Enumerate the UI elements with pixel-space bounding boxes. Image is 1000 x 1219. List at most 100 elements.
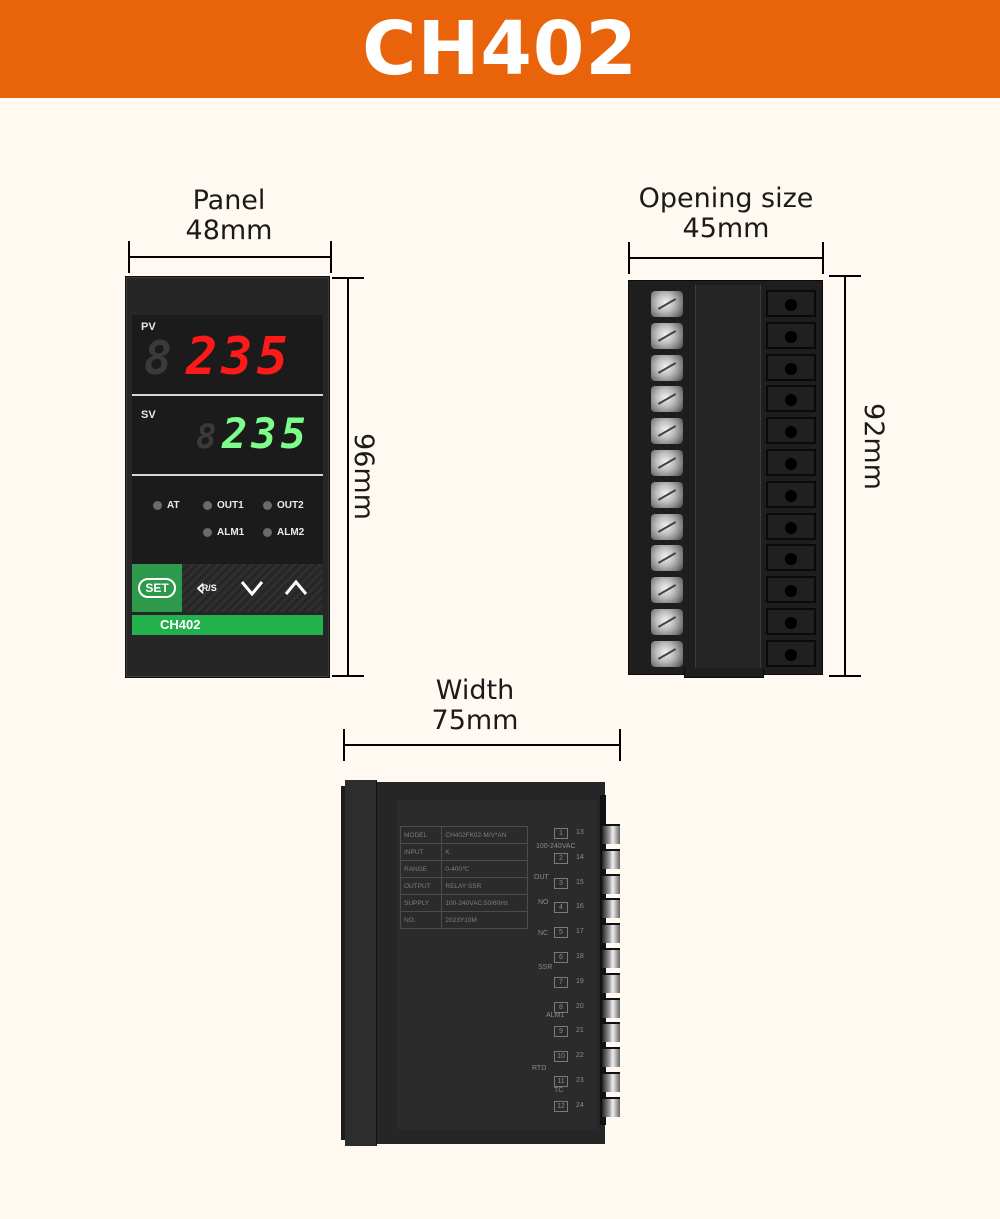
alm2-label: ALM2 bbox=[277, 527, 305, 538]
rear-screw-terminal bbox=[651, 609, 683, 635]
rear-hole-terminal bbox=[766, 512, 816, 540]
display-area bbox=[132, 315, 323, 605]
out2-led bbox=[263, 501, 272, 510]
set-key-label: SET bbox=[138, 578, 176, 598]
opening-width-dimension-line bbox=[628, 242, 824, 274]
tc-annotation: TC bbox=[554, 1087, 564, 1094]
terminal-hole bbox=[785, 617, 797, 629]
terminal-number-left: 7 bbox=[554, 976, 568, 988]
terminal-hole bbox=[785, 648, 797, 661]
sv-separator bbox=[132, 474, 323, 476]
terminal-hole bbox=[785, 553, 797, 566]
spec-value: CH402FK02-M/V*AN bbox=[441, 826, 528, 844]
side-screw-terminal bbox=[602, 1072, 620, 1092]
depth-label: Width bbox=[435, 675, 515, 706]
page-title: CH402 bbox=[362, 6, 638, 92]
keypad: SET ‹R/S bbox=[132, 564, 323, 612]
no-annotation: NO bbox=[538, 899, 549, 906]
front-panel: PV 8 235 SV 8 235 AT OUT1 OUT2 ALM1 ALM2… bbox=[125, 276, 330, 678]
rear-hole-terminal bbox=[766, 544, 816, 572]
chevron-down-icon bbox=[240, 581, 264, 596]
rear-screw-terminal bbox=[651, 418, 683, 445]
rear-screw-terminal bbox=[651, 354, 683, 381]
side-screw-terminal bbox=[602, 873, 620, 894]
front-model-label: CH402 bbox=[160, 617, 201, 632]
pv-display: 235 bbox=[186, 327, 292, 387]
model-strip: CH402 bbox=[132, 615, 323, 635]
side-bezel-edge bbox=[341, 786, 347, 1140]
rs-left-key[interactable]: ‹R/S bbox=[188, 570, 224, 606]
spec-key: OUTPUT bbox=[399, 877, 443, 895]
rear-hole-terminal bbox=[766, 576, 816, 604]
side-screw-terminal bbox=[602, 948, 620, 968]
side-screw-terminal bbox=[602, 1022, 620, 1043]
rear-screw-terminal bbox=[651, 640, 683, 667]
out1-label: OUT1 bbox=[217, 500, 244, 511]
pv-separator bbox=[132, 394, 323, 396]
terminal-number-right: 15 bbox=[576, 878, 584, 886]
spec-key: RANGE bbox=[399, 860, 443, 878]
terminal-number-right: 21 bbox=[576, 1027, 584, 1035]
set-key[interactable]: SET bbox=[132, 564, 182, 612]
terminal-number-right: 14 bbox=[576, 853, 584, 861]
opening-height-dimension-line bbox=[829, 275, 861, 677]
title-banner: CH402 bbox=[0, 0, 1000, 98]
out-annotation: OUT bbox=[534, 874, 549, 881]
side-screw-terminal bbox=[602, 1047, 620, 1068]
spec-key: MODEL bbox=[399, 826, 443, 844]
opening-label: Opening size bbox=[638, 183, 814, 214]
side-screw-terminal bbox=[602, 972, 620, 993]
spec-value: K bbox=[441, 843, 528, 861]
rear-screw-terminal bbox=[651, 513, 683, 540]
rear-hole-terminal bbox=[766, 417, 816, 445]
down-key[interactable] bbox=[234, 570, 270, 606]
spec-value: 0-400℃ bbox=[441, 860, 528, 878]
opening-dim-label: Opening size 45mm bbox=[620, 184, 832, 244]
terminal-number-left: 12 bbox=[554, 1100, 568, 1112]
rear-screw-terminal bbox=[651, 577, 683, 604]
opening-height-value: 92mm bbox=[857, 403, 889, 490]
terminal-hole bbox=[785, 330, 797, 343]
chevron-left-icon: ‹ bbox=[195, 573, 206, 603]
panel-width-value: 48mm bbox=[185, 215, 273, 246]
terminal-number-left: 6 bbox=[554, 952, 568, 963]
terminal-hole bbox=[785, 585, 797, 598]
terminal-number-left: 3 bbox=[554, 877, 568, 889]
terminal-hole bbox=[785, 299, 797, 311]
chevron-up-icon bbox=[284, 580, 308, 595]
ssr-annotation: SSR bbox=[538, 964, 553, 971]
rear-hole-terminal bbox=[766, 321, 816, 349]
spec-key: INPUT bbox=[399, 843, 443, 861]
terminal-number-left: 11 bbox=[554, 1076, 568, 1087]
depth-dimension-line bbox=[343, 729, 621, 761]
terminal-number-left: 4 bbox=[554, 902, 568, 914]
alm1-led bbox=[203, 528, 212, 537]
terminal-hole bbox=[785, 521, 797, 534]
panel-width-dimension-line bbox=[128, 241, 332, 273]
side-screw-terminal bbox=[602, 1096, 620, 1117]
panel-label: Panel bbox=[192, 185, 266, 216]
rear-screw-terminal bbox=[651, 545, 683, 572]
out1-led bbox=[203, 501, 212, 510]
rs-key-label: R/S bbox=[201, 583, 217, 593]
terminal-number-right: 24 bbox=[576, 1101, 584, 1109]
side-screw-terminal bbox=[602, 824, 620, 844]
depth-dim-label: Width 75mm bbox=[380, 676, 570, 736]
rear-hole-terminal bbox=[766, 449, 816, 476]
panel-height-value: 96mm bbox=[347, 433, 379, 520]
terminal-number-left: 5 bbox=[554, 927, 568, 939]
spec-value: 100-240VAC,50/60Hz bbox=[441, 894, 528, 912]
sv-ghost-digit: 8 bbox=[196, 417, 217, 457]
up-key[interactable] bbox=[278, 570, 314, 606]
spec-key: NO. bbox=[399, 911, 443, 929]
terminal-hole bbox=[785, 394, 797, 407]
side-bezel bbox=[345, 780, 377, 1146]
rear-tab bbox=[684, 668, 764, 678]
spec-value: 2023Y10M bbox=[441, 911, 528, 929]
terminal-number-left: 10 bbox=[554, 1051, 568, 1063]
